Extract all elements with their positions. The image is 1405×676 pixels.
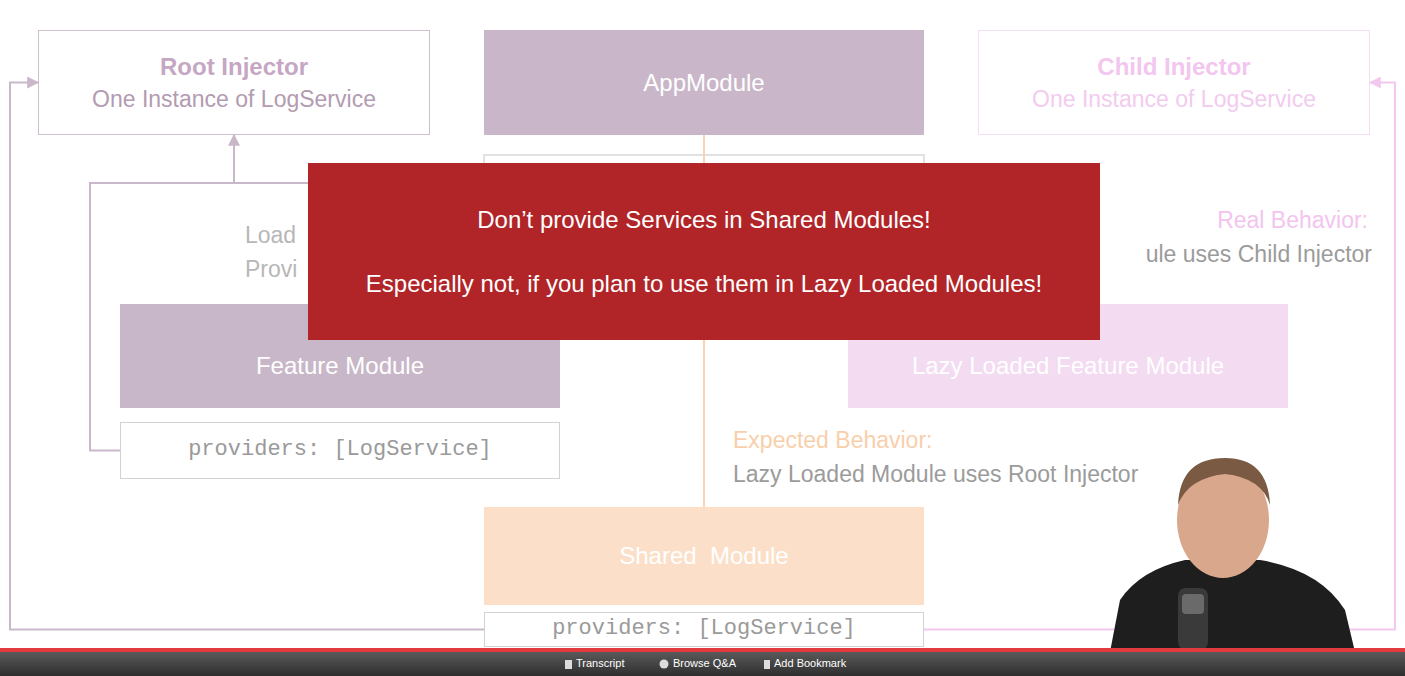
box-text: AppModule [643, 66, 764, 100]
presenter-hair [1178, 458, 1270, 505]
behavior-text: Lazy Loaded Module uses Root Injector [733, 461, 1138, 488]
player-bar: Transcript Browse Q&A Add Bookmark [0, 652, 1405, 676]
connector-line [234, 182, 310, 184]
box-text: Shared Module [619, 539, 788, 573]
injector-box: Root InjectorOne Instance of LogService [38, 30, 430, 135]
box-heading: Root Injector [160, 50, 308, 84]
behavior-heading: Expected Behavior: [733, 427, 932, 454]
note-text: Provi [245, 256, 297, 283]
box-text: providers: [LogService] [188, 437, 492, 463]
note-text: Load [245, 222, 296, 249]
box-text: One Instance of LogService [92, 83, 376, 115]
warning-banner: Don’t provide Services in Shared Modules… [308, 163, 1100, 340]
qa-icon [660, 660, 669, 669]
presenter-neck [1205, 540, 1241, 570]
player-button: Transcript [576, 657, 625, 669]
module-box: AppModule [484, 30, 924, 135]
player-button: Add Bookmark [774, 657, 846, 669]
player-button: Browse Q&A [673, 657, 736, 669]
microphone [1178, 588, 1208, 650]
presenter-head [1177, 462, 1269, 578]
box-text: providers: [LogService] [552, 616, 856, 642]
presenter-shirt [1110, 560, 1355, 652]
behavior-text: ule uses Child Injector [1146, 241, 1372, 268]
microphone-grille [1182, 594, 1204, 614]
providers-box: providers: [LogService] [120, 422, 560, 479]
injector-box: Child InjectorOne Instance of LogService [978, 30, 1370, 135]
box-heading: Don’t provide Services in Shared Modules… [477, 203, 931, 237]
box-text: One Instance of LogService [1032, 83, 1316, 115]
box-heading: Child Injector [1097, 50, 1250, 84]
behavior-heading: Real Behavior: [1217, 207, 1368, 234]
providers-box: providers: [LogService] [484, 612, 924, 647]
transcript-icon [565, 660, 572, 669]
box-text: Especially not, if you plan to use them … [366, 267, 1042, 301]
bookmark-icon [764, 660, 770, 669]
module-box: Shared Module [484, 507, 924, 605]
